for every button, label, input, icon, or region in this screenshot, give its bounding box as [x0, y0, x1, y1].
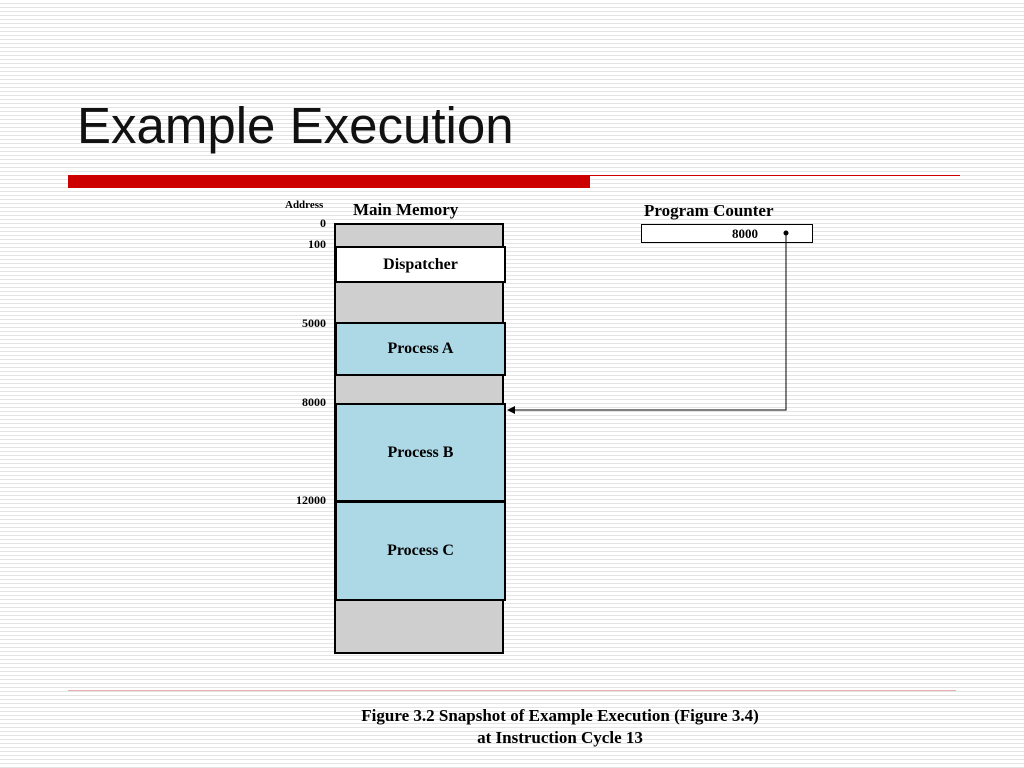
address-label-8000: 8000	[302, 395, 326, 409]
address-label-12000: 12000	[296, 493, 326, 507]
pointer-line	[507, 233, 787, 414]
dispatcher-region: Dispatcher	[335, 246, 506, 283]
title-rule	[590, 175, 960, 176]
program-counter-label: Program Counter	[644, 201, 774, 220]
program-counter-value: 8000	[732, 226, 758, 241]
figure-caption: Figure 3.2 Snapshot of Example Execution…	[280, 705, 840, 749]
address-label-0: 0	[320, 216, 326, 230]
footer-rule	[68, 690, 956, 691]
title-underline-bar	[68, 175, 590, 188]
program-counter-box: 8000	[641, 224, 813, 243]
process-b-region: Process B	[335, 403, 506, 502]
address-label-100: 100	[308, 237, 326, 251]
process-c-region: Process C	[335, 501, 506, 601]
main-memory-header: Main Memory	[353, 200, 459, 219]
address-label-5000: 5000	[302, 316, 326, 330]
caption-line-1: Figure 3.2 Snapshot of Example Execution…	[361, 706, 759, 725]
address-header: Address	[285, 199, 324, 211]
slide-title: Example Execution	[77, 97, 514, 154]
caption-line-2: at Instruction Cycle 13	[477, 728, 643, 747]
process-a-region: Process A	[335, 322, 506, 376]
